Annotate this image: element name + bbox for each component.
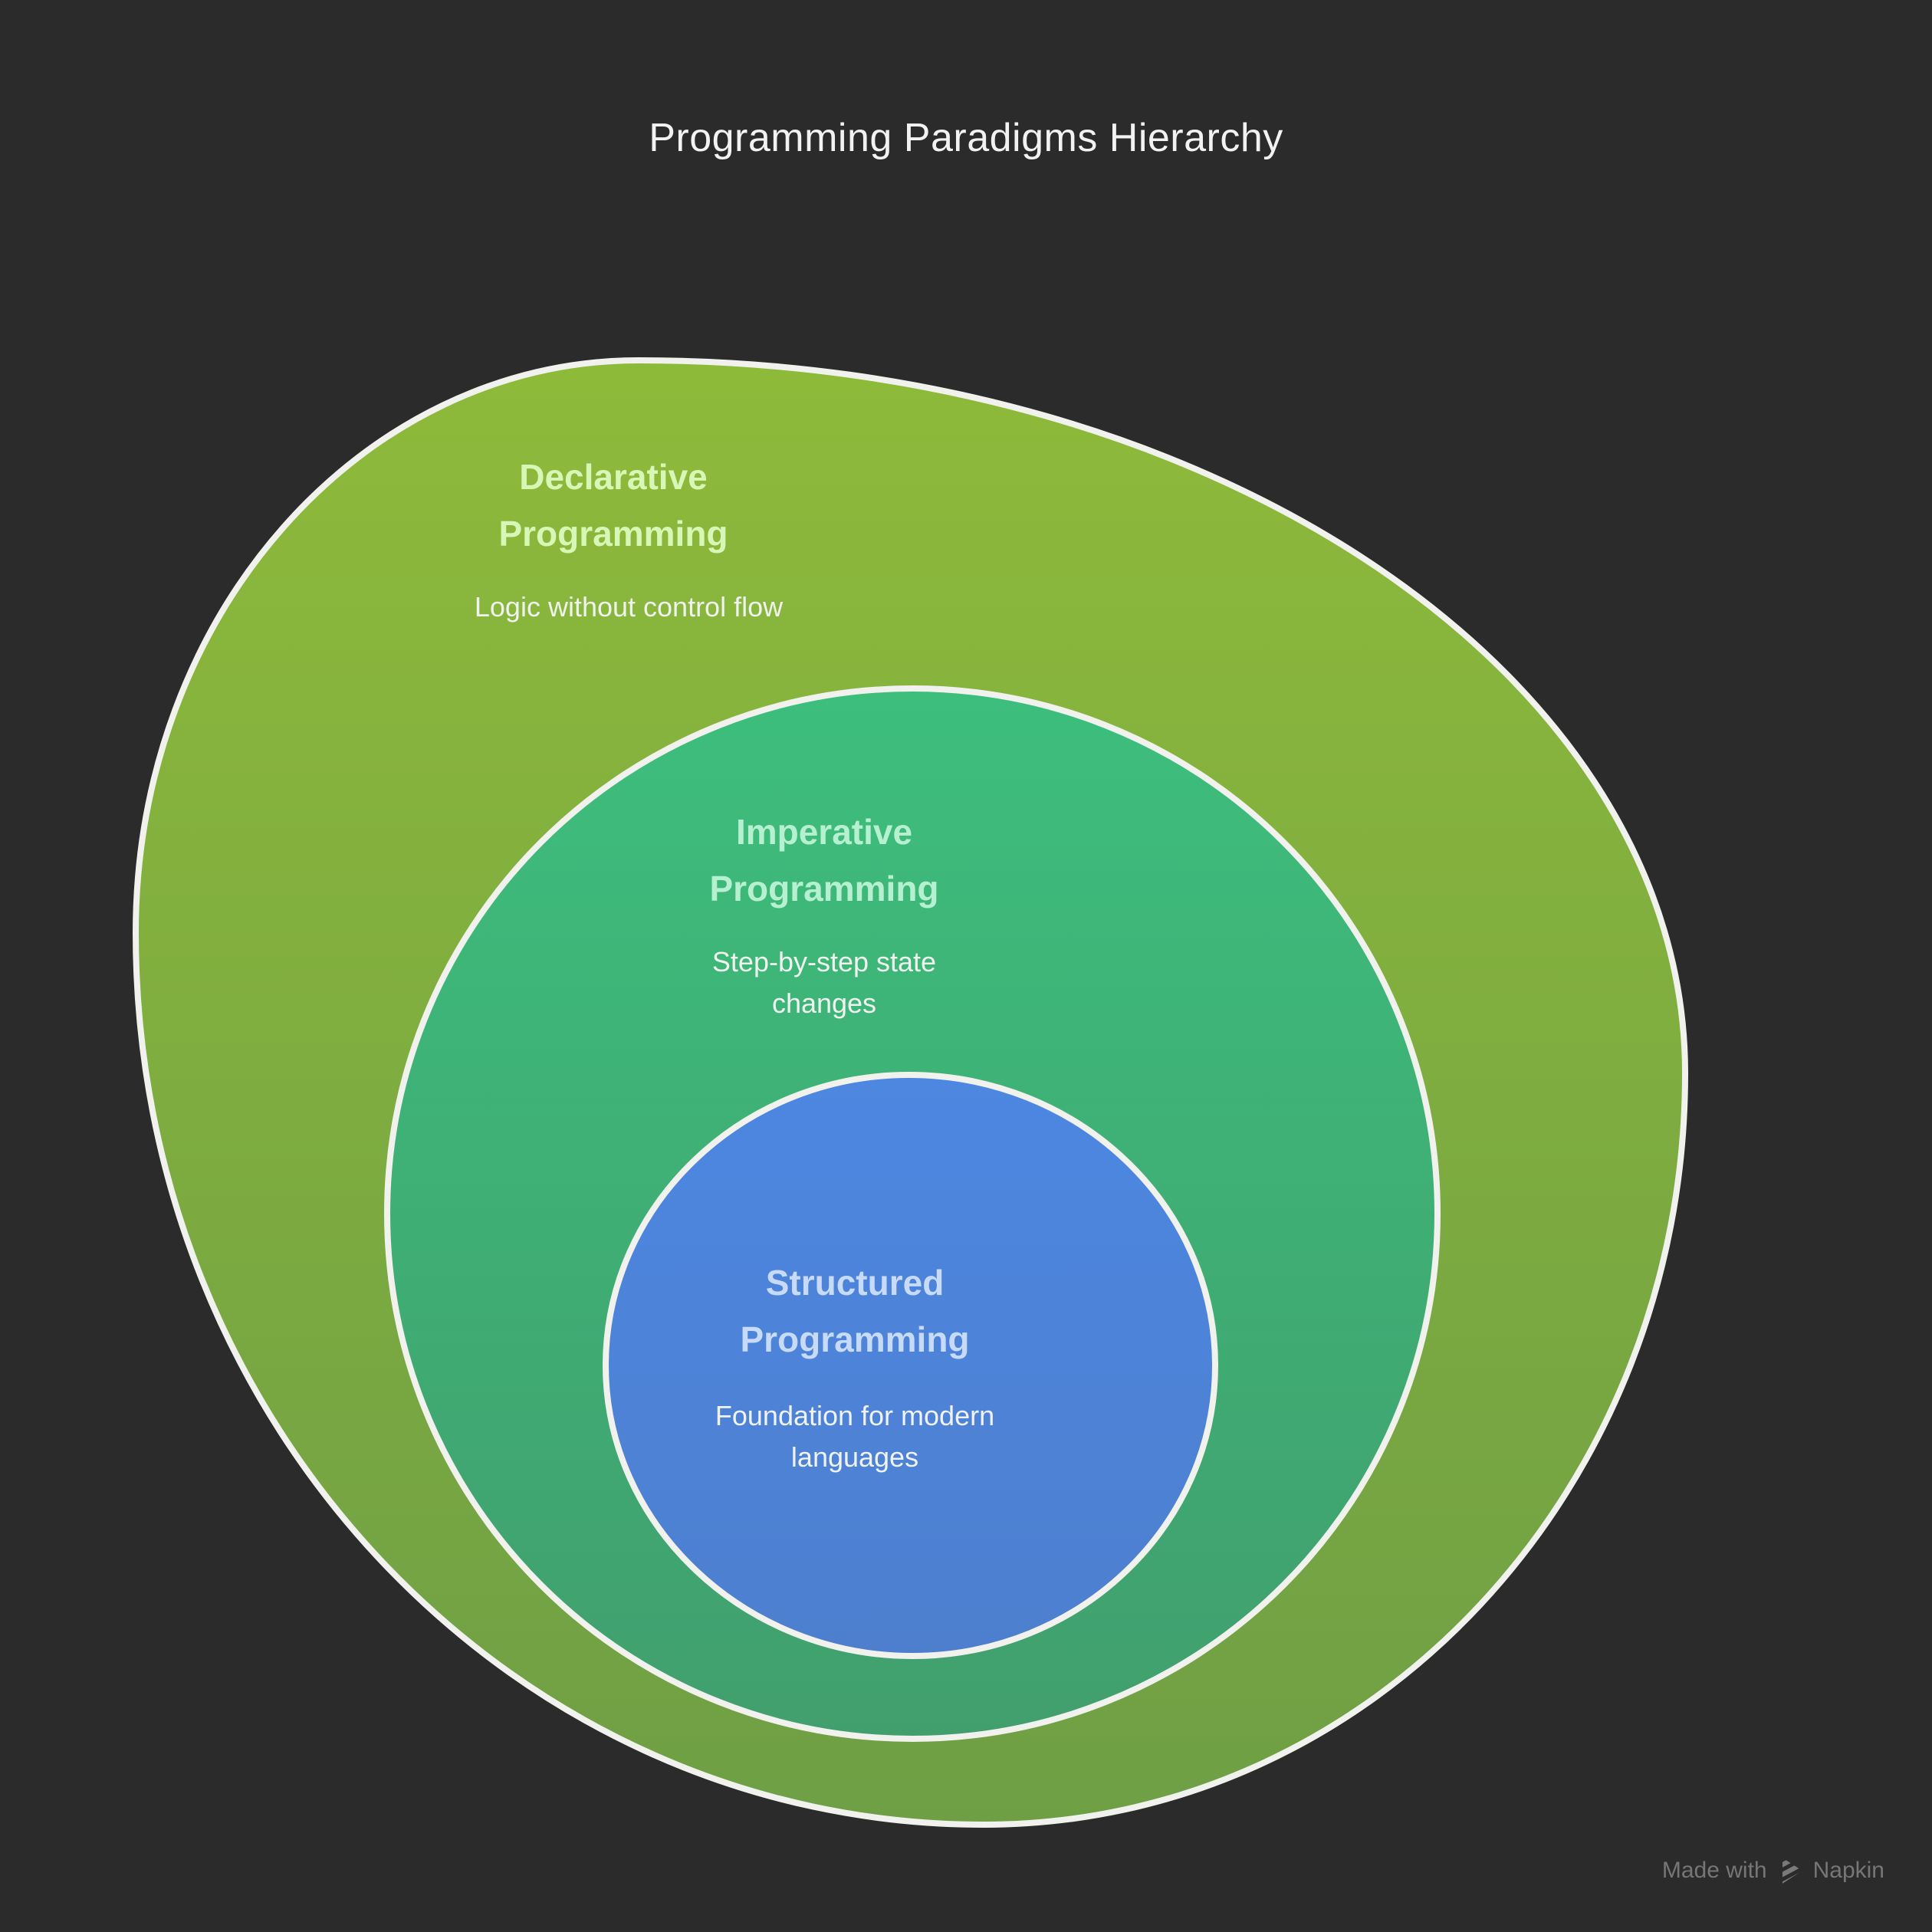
ring-description-imperative: Step-by-step state changes — [711, 946, 937, 1019]
ring-label-imperative: Imperative Programming — [709, 812, 939, 909]
watermark-brand: Napkin — [1812, 1858, 1884, 1883]
watermark: Made with Napkin — [1662, 1857, 1884, 1884]
ring-description-structured: Foundation for modern languages — [715, 1400, 995, 1473]
ring-description-declarative: Logic without control flow — [474, 591, 784, 623]
ring-label-structured: Structured Programming — [740, 1263, 970, 1359]
watermark-prefix: Made with — [1661, 1858, 1767, 1883]
napkin-logo-icon — [1782, 1858, 1802, 1884]
page-title: Programming Paradigms Hierarchy — [649, 116, 1283, 160]
ring-structured-shape — [602, 1071, 1219, 1660]
ring-label-declarative: Declarative Programming — [498, 457, 728, 554]
